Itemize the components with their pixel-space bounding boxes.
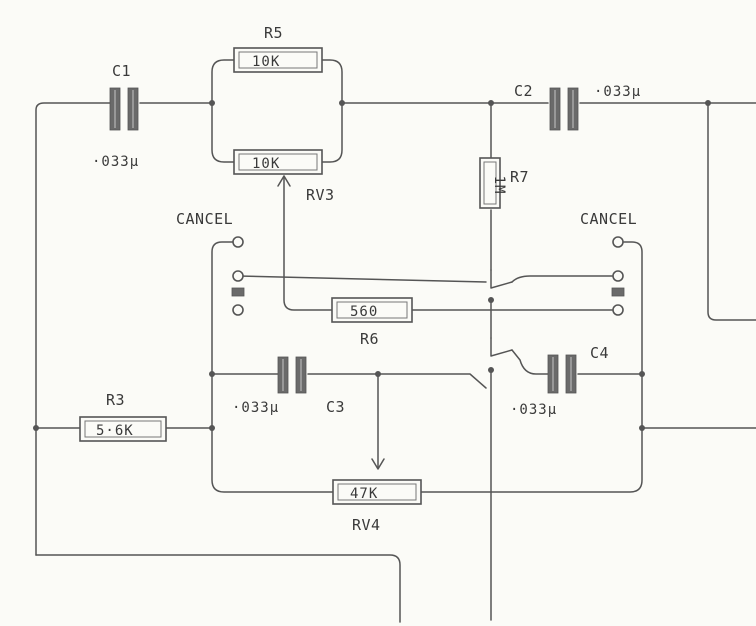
c1-ref: C1 <box>112 62 131 80</box>
capacitor-c2: C2 ·033μ <box>514 82 641 131</box>
r7-value: 1M <box>491 176 507 195</box>
terminal-right-2 <box>612 270 624 282</box>
c1-value: ·033μ <box>92 154 139 170</box>
potentiometer-rv4: 47K RV4 <box>332 458 422 534</box>
c2-value: ·033μ <box>594 84 641 100</box>
terminal-right-1 <box>612 236 624 248</box>
terminal-right-3 <box>612 304 624 316</box>
terminal-left-2 <box>232 270 244 282</box>
resistor-r7: 1M R7 <box>479 157 529 209</box>
r6-ref: R6 <box>360 330 379 348</box>
c4-value: ·033μ <box>510 402 557 418</box>
r5-value: 10K <box>252 54 280 70</box>
wiring <box>35 59 756 623</box>
rv3-ref: RV3 <box>306 186 335 204</box>
rv3-value: 10K <box>252 156 280 172</box>
resistor-r6: 560 R6 <box>331 297 413 348</box>
r3-ref: R3 <box>106 391 125 409</box>
rv4-ref: RV4 <box>352 516 381 534</box>
capacitor-c4: C4 ·033μ <box>510 344 609 418</box>
junctions <box>33 100 711 431</box>
resistor-r3: 5·6K R3 <box>79 391 167 442</box>
cancel-label-left: CANCEL <box>176 210 233 228</box>
r3-value: 5·6K <box>96 423 134 439</box>
cancel-switch-right: CANCEL <box>580 210 637 316</box>
c3-ref: C3 <box>326 398 345 416</box>
c4-ref: C4 <box>590 344 609 362</box>
terminal-left-3 <box>232 304 244 316</box>
r6-value: 560 <box>350 304 378 320</box>
cancel-label-right: CANCEL <box>580 210 637 228</box>
r5-ref: R5 <box>264 24 283 42</box>
resistor-r5: 10K R5 <box>233 24 323 73</box>
cancel-switch-left: CANCEL <box>176 210 245 316</box>
r7-ref: R7 <box>510 168 529 186</box>
c2-ref: C2 <box>514 82 533 100</box>
terminal-left-1 <box>232 236 244 248</box>
rv4-value: 47K <box>350 486 378 502</box>
c3-value: ·033μ <box>232 400 279 416</box>
capacitor-c1: C1 ·033μ <box>92 62 139 170</box>
capacitor-c3: ·033μ C3 <box>232 356 345 416</box>
potentiometer-rv3: 10K RV3 <box>233 149 335 204</box>
